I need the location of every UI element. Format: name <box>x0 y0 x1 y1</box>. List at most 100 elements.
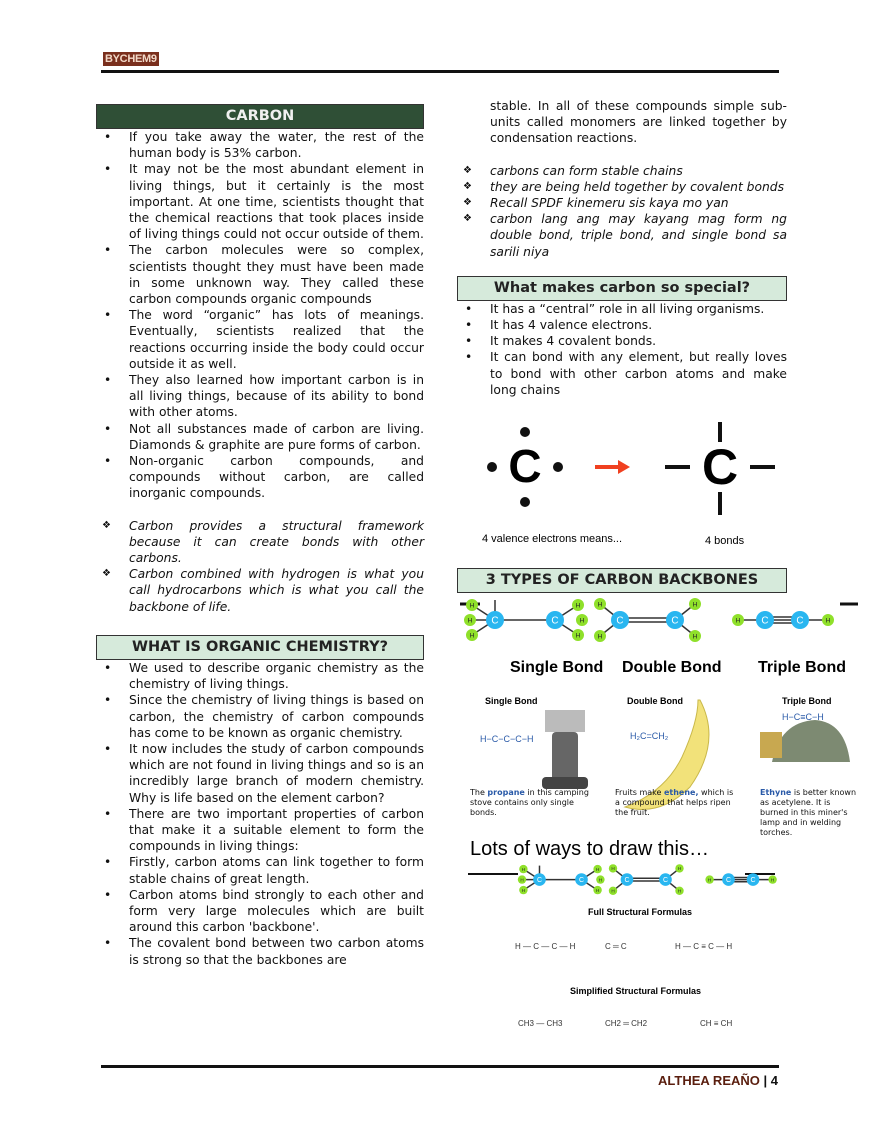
svg-text:H: H <box>580 617 585 624</box>
svg-text:H₂C=CH₂: H₂C=CH₂ <box>630 731 669 741</box>
caption-ethyne: Ethyne is better known as acetylene. It … <box>760 788 857 837</box>
carbon-atom <box>791 611 809 629</box>
svg-text:H: H <box>522 867 525 872</box>
carbon-atom <box>746 873 760 886</box>
svg-text:H: H <box>470 602 475 609</box>
header-rule <box>101 70 779 73</box>
hydrogen-atom <box>689 630 701 642</box>
hydrogen-atom <box>675 864 684 873</box>
hydrogen-atom <box>464 614 476 626</box>
svg-text:H — C ≡ C — H: H — C ≡ C — H <box>675 942 732 951</box>
svg-text:4 valence electrons means...: 4 valence electrons means... <box>482 533 622 545</box>
continued-text: stable. In all of these compounds simple… <box>490 99 787 146</box>
svg-text:H: H <box>576 602 581 609</box>
list-item: Carbon combined with hydrogen is what yo… <box>96 566 424 615</box>
svg-text:H: H <box>693 601 698 608</box>
list-item: If you take away the water, the rest of … <box>96 129 424 161</box>
hydrogen-atom <box>466 629 478 641</box>
svg-text:H: H <box>611 866 614 871</box>
list-item: Carbon atoms bind strongly to each other… <box>96 887 424 936</box>
example-captions: The propane in this camping stove contai… <box>470 788 857 837</box>
svg-text:H: H <box>576 632 581 639</box>
right-column: stable. In all of these compounds simple… <box>457 99 787 398</box>
right-notes: carbons can form stable chainsthey are b… <box>457 163 787 260</box>
list-item: It has 4 valence electrons. <box>457 317 787 333</box>
svg-text:C: C <box>537 877 542 884</box>
svg-text:Triple Bond: Triple Bond <box>758 659 846 676</box>
backbones-heading: 3 TYPES OF CARBON BACKBONES <box>457 568 787 593</box>
hydrogen-atom <box>822 614 834 626</box>
hydrogen-atom <box>705 875 714 884</box>
svg-text:4 bonds: 4 bonds <box>705 535 745 547</box>
list-item: Recall SPDF kinemeru sis kaya mo yan <box>457 195 787 211</box>
svg-text:C: C <box>508 440 541 492</box>
list-item: It now includes the study of carbon comp… <box>96 741 424 806</box>
svg-text:CH ≡ CH: CH ≡ CH <box>700 1019 732 1028</box>
special-bullets: It has a “central” role in all living or… <box>457 301 787 398</box>
svg-text:C: C <box>671 616 678 627</box>
svg-text:H−C≡C−H: H−C≡C−H <box>782 712 824 722</box>
list-item: They also learned how important carbon i… <box>96 372 424 421</box>
svg-text:C: C <box>616 616 623 627</box>
left-column: CARBON If you take away the water, the r… <box>96 104 424 968</box>
svg-text:Double Bond: Double Bond <box>622 659 722 676</box>
carbon-notes: Carbon provides a structural framework b… <box>96 518 424 615</box>
hydrogen-atom <box>572 599 584 611</box>
svg-text:H−C−C−C−H: H−C−C−C−H <box>480 734 534 744</box>
svg-text:C: C <box>751 877 756 884</box>
footer-rule <box>101 1065 779 1068</box>
svg-text:H: H <box>596 867 599 872</box>
list-item: Carbon provides a structural framework b… <box>96 518 424 567</box>
hydrogen-atom <box>768 875 777 884</box>
svg-text:H: H <box>599 877 602 882</box>
hydrogen-atom <box>572 629 584 641</box>
carbon-bullets: If you take away the water, the rest of … <box>96 129 424 502</box>
svg-text:CH3 — CH3: CH3 — CH3 <box>518 1019 563 1028</box>
hydrogen-atom <box>593 885 602 895</box>
hydrogen-atom <box>689 598 701 610</box>
svg-text:H: H <box>520 877 523 882</box>
special-heading: What makes carbon so special? <box>457 275 787 301</box>
hydrogen-atom <box>608 864 618 873</box>
svg-text:H: H <box>693 633 698 640</box>
list-item: There are two important properties of ca… <box>96 806 424 855</box>
svg-text:H: H <box>470 632 475 639</box>
svg-text:C ═ C: C ═ C <box>605 942 627 951</box>
logo: BYCHEM9 <box>103 52 159 66</box>
carbon-atom <box>666 611 684 629</box>
hydrogen-atom <box>596 875 605 884</box>
svg-text:H: H <box>771 877 774 882</box>
list-item: It makes 4 covalent bonds. <box>457 333 787 349</box>
svg-text:Simplified Structural Formulas: Simplified Structural Formulas <box>570 986 701 996</box>
svg-text:H: H <box>522 888 525 893</box>
list-item: Non-organic carbon compounds, and compou… <box>96 453 424 502</box>
valence-figure: C C 4 valence electrons means... 4 bonds <box>482 422 775 547</box>
hydrogen-atom <box>608 886 618 895</box>
list-item: Not all substances made of carbon are li… <box>96 421 424 453</box>
svg-text:H: H <box>611 888 614 893</box>
svg-text:H: H <box>708 877 711 882</box>
svg-text:C: C <box>796 616 803 627</box>
organic-bullets: We used to describe organic chemistry as… <box>96 660 424 968</box>
svg-text:Double Bond: Double Bond <box>627 696 683 706</box>
svg-text:C: C <box>491 616 498 627</box>
svg-text:H: H <box>678 866 681 871</box>
svg-text:Lots of ways to draw this…: Lots of ways to draw this… <box>470 838 709 860</box>
svg-text:C: C <box>761 616 768 627</box>
hydrogen-atom <box>519 885 528 895</box>
svg-text:H: H <box>596 888 599 893</box>
carbon-atom <box>659 873 672 886</box>
svg-text:C: C <box>625 877 630 884</box>
carbon-atom <box>486 611 504 629</box>
svg-text:H: H <box>468 617 473 624</box>
caption-ethene: Fruits make ethene, which is a compound … <box>615 788 734 817</box>
svg-text:C: C <box>663 877 668 884</box>
carbon-atom <box>611 611 629 629</box>
hydrogen-atom <box>517 875 527 884</box>
list-item: they are being held together by covalent… <box>457 179 787 195</box>
svg-text:H: H <box>736 617 741 624</box>
list-item: It may not be the most abundant element … <box>96 161 424 242</box>
list-item: It has a “central” role in all living or… <box>457 301 787 317</box>
list-item: Firstly, carbon atoms can link together … <box>96 854 424 886</box>
svg-text:C: C <box>726 877 731 884</box>
